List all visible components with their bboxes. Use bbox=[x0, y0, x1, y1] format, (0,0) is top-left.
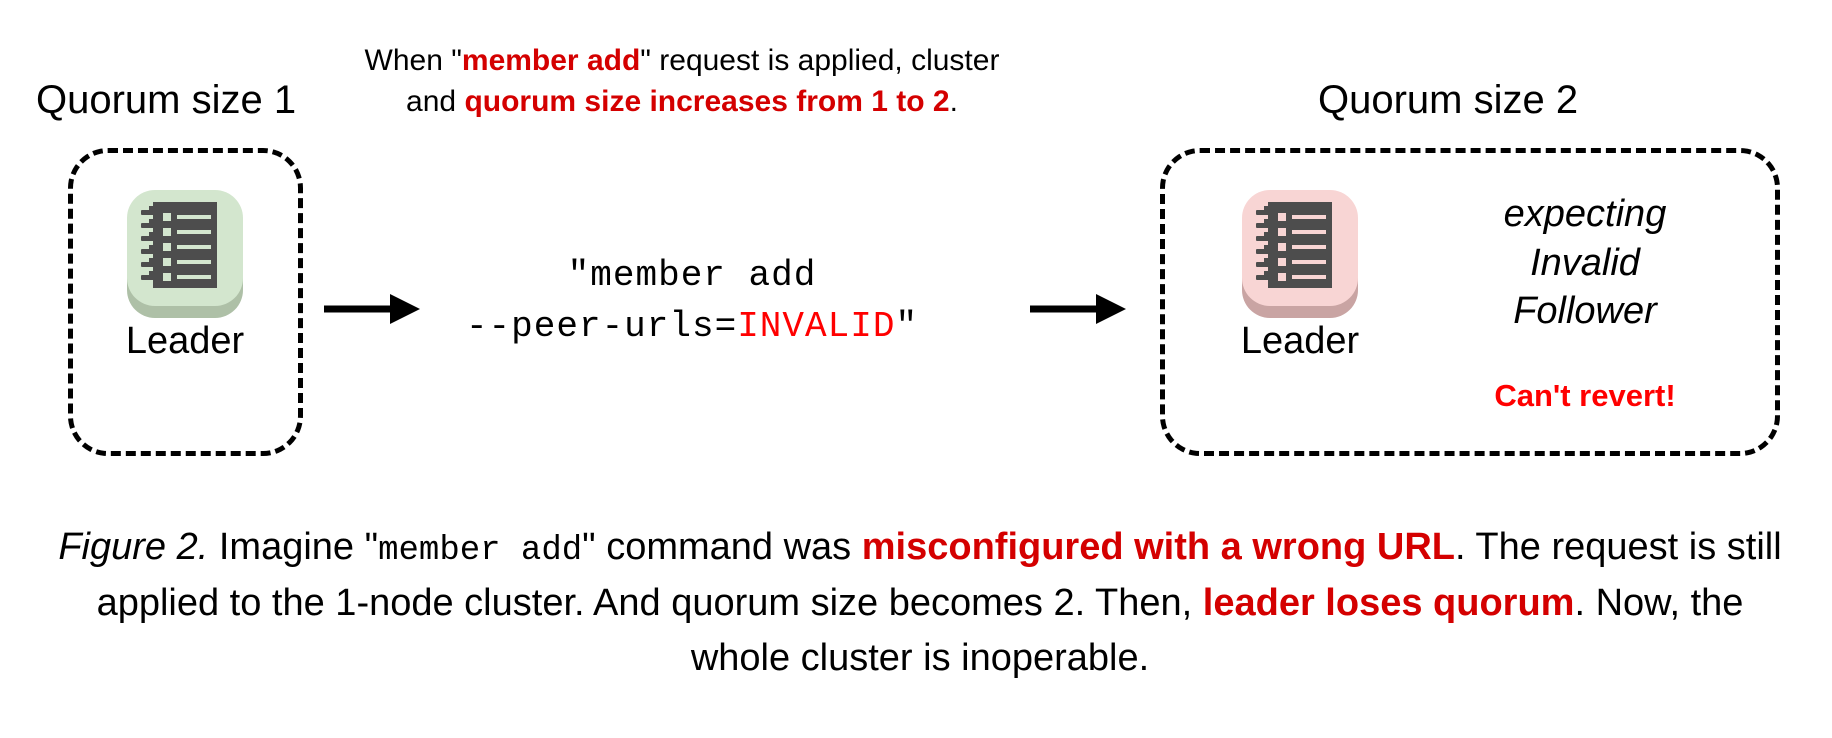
caption-text-2: " command was bbox=[582, 526, 862, 568]
caption-emphasis-1: misconfigured with a wrong URL bbox=[861, 526, 1455, 568]
caption-command: member add bbox=[378, 532, 583, 570]
command-line-2-prefix: --peer-urls= bbox=[465, 306, 738, 348]
command-line-2-value: INVALID bbox=[737, 306, 896, 348]
node-label-left: Leader bbox=[125, 320, 245, 362]
ledger-notebook-icon bbox=[1238, 186, 1362, 318]
command-line-2-suffix: " bbox=[895, 306, 919, 348]
caption-text-1: Imagine " bbox=[208, 526, 379, 568]
figure-number: Figure 2. bbox=[58, 526, 209, 568]
ledger-notebook-icon bbox=[123, 186, 247, 318]
caption-text-4: . Now, the whole cluster is inoperable. bbox=[690, 581, 1744, 679]
command-line-1: "member add bbox=[567, 255, 817, 296]
status-line-1: expecting bbox=[1503, 193, 1667, 235]
node-leader-left: Leader bbox=[100, 186, 270, 362]
notebook-glyph bbox=[141, 202, 217, 288]
status-line-3: Follower bbox=[1513, 290, 1657, 333]
status-line-2: Invalid bbox=[1530, 241, 1640, 284]
command-text-block: "member add --peer-urls=INVALID" bbox=[432, 250, 952, 352]
cluster-boundary-right bbox=[1160, 148, 1780, 456]
caption-emphasis-2: leader loses quorum bbox=[1202, 581, 1575, 624]
caption-text-3: . The request is still applied to the 1-… bbox=[96, 526, 1782, 624]
figure-caption: Figure 2. Imagine "member add" command w… bbox=[50, 520, 1790, 685]
cluster-boundary-left bbox=[68, 148, 303, 456]
command-line-2: --peer-urls=INVALID" bbox=[432, 301, 952, 352]
top-note-part2: " request is applied, cluster and bbox=[406, 44, 1000, 119]
follower-status-block: expecting Invalid Follower bbox=[1420, 190, 1750, 336]
top-note-emphasis2: quorum size increases from 1 to 2 bbox=[464, 85, 950, 119]
node-leader-right: Leader bbox=[1215, 186, 1385, 362]
node-label-right: Leader bbox=[1240, 320, 1360, 362]
quorum-size-label-right: Quorum size 2 bbox=[1318, 78, 1579, 122]
quorum-size-label-left: Quorum size 1 bbox=[36, 78, 297, 122]
top-note-part1: When " bbox=[364, 44, 462, 77]
notebook-glyph bbox=[1256, 202, 1332, 288]
top-annotation: When "member add" request is applied, cl… bbox=[352, 40, 1012, 123]
top-note-part3: . bbox=[949, 85, 958, 119]
top-note-emphasis1: member add bbox=[461, 44, 641, 77]
cant-revert-warning: Can't revert! bbox=[1494, 378, 1676, 413]
arrow-right-2-icon bbox=[1030, 294, 1126, 324]
arrow-right-1-icon bbox=[324, 294, 420, 324]
